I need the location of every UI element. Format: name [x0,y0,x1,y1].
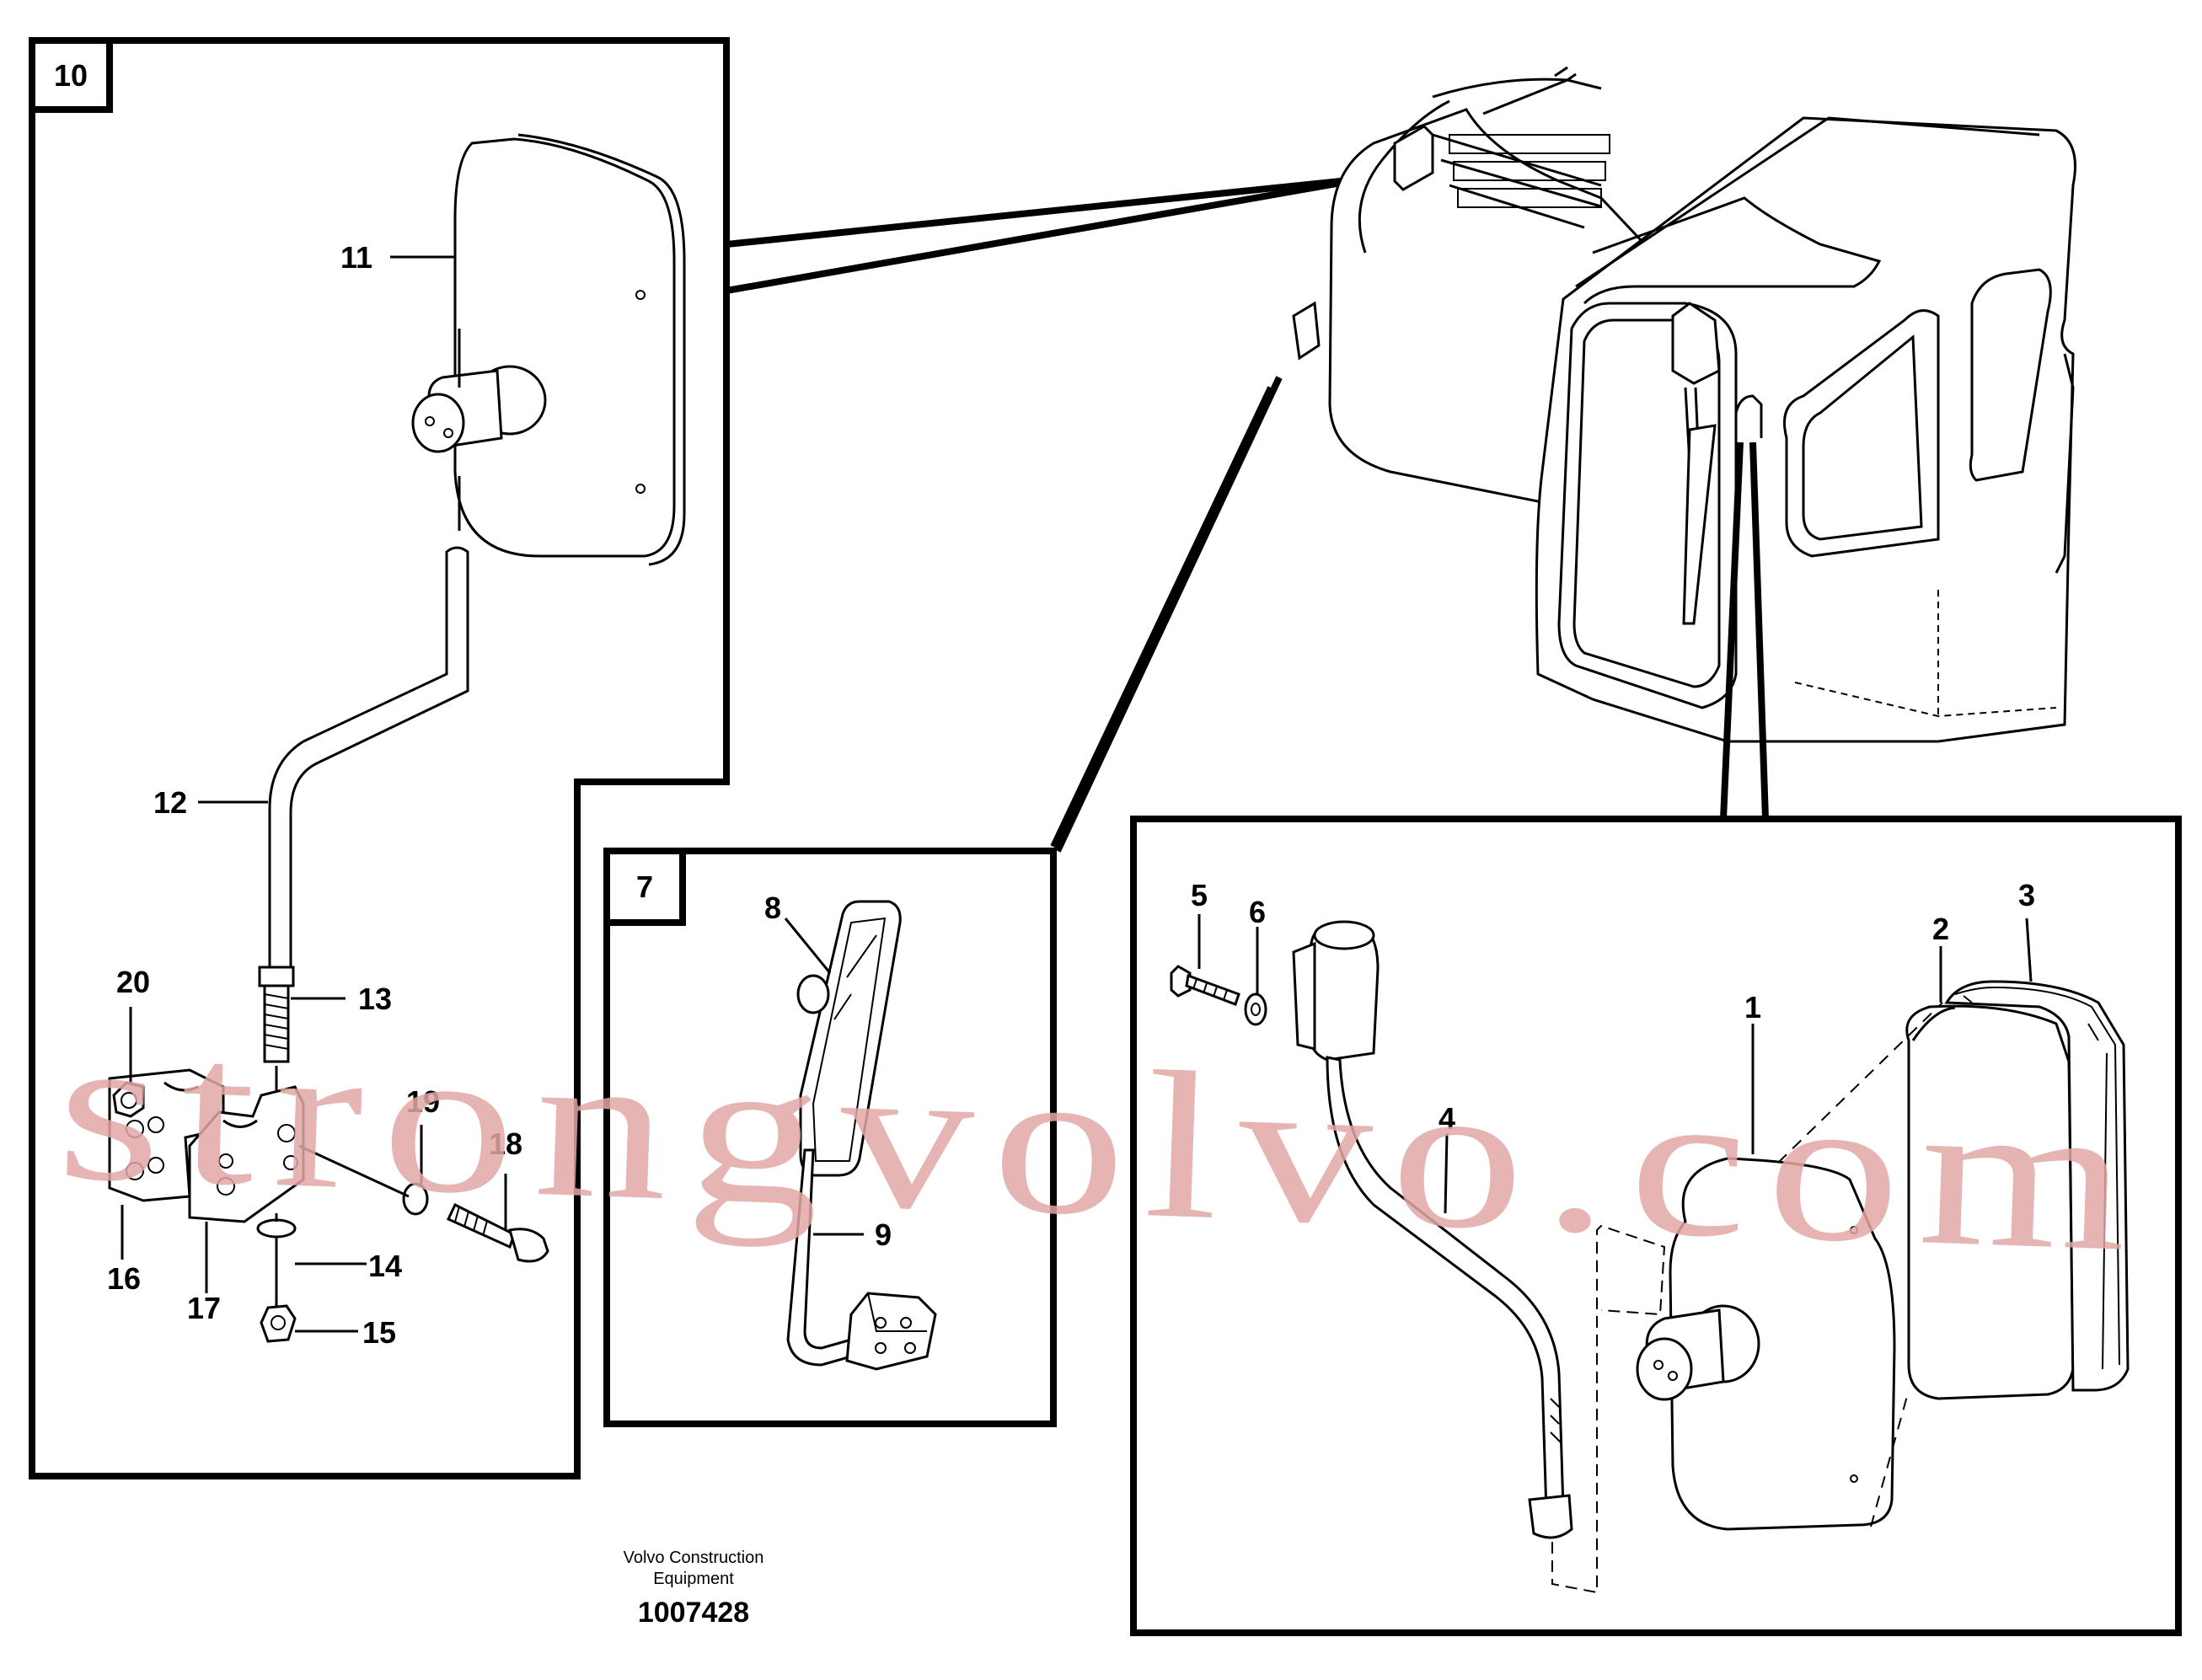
inset-10-label: 10 [54,58,88,93]
inset-7: 7 [603,848,1057,1427]
callout-9: 9 [875,1217,892,1252]
leader-lines-inset-7 [1050,376,1283,853]
callout-leaders-main [1197,914,2033,1214]
callout-leaders-10 [121,255,507,1333]
callout-1: 1 [1744,990,1761,1025]
callout-12: 12 [153,785,187,820]
excavator-cab [1292,66,2076,743]
footer-diagram-number: 1007428 [638,1597,749,1629]
callout-11: 11 [340,240,372,275]
callout-14: 14 [368,1249,402,1283]
leader-lines-inset-main [1720,441,1769,820]
mirror-assembly-10 [108,133,686,1343]
callout-4: 4 [1439,1101,1455,1136]
footer-company-line1: Volvo Construction [624,1549,764,1567]
leader-lines-inset-10 [726,175,1366,294]
footer: Volvo Construction Equipment 1007428 [624,1549,764,1629]
inset-main [1130,816,2182,1636]
callout-15: 15 [362,1315,396,1350]
inset-10: 10 [29,37,730,1479]
callout-3: 3 [2018,878,2035,912]
callout-5: 5 [1191,878,1208,912]
callout-2: 2 [1932,912,1949,946]
callout-20: 20 [116,965,150,999]
callout-leaders-7 [784,918,864,1236]
footer-company-line2: Equipment [653,1570,734,1588]
callout-18: 18 [489,1126,522,1161]
callout-13: 13 [358,982,392,1016]
callout-16: 16 [107,1261,141,1296]
callout-6: 6 [1249,895,1266,929]
callout-17: 17 [187,1291,221,1325]
callout-numbers: 11 12 13 14 15 16 17 18 19 20 8 9 5 6 4 … [107,240,2035,1350]
inset-7-label: 7 [636,869,653,904]
callout-19: 19 [406,1084,440,1119]
callout-8: 8 [764,891,781,925]
